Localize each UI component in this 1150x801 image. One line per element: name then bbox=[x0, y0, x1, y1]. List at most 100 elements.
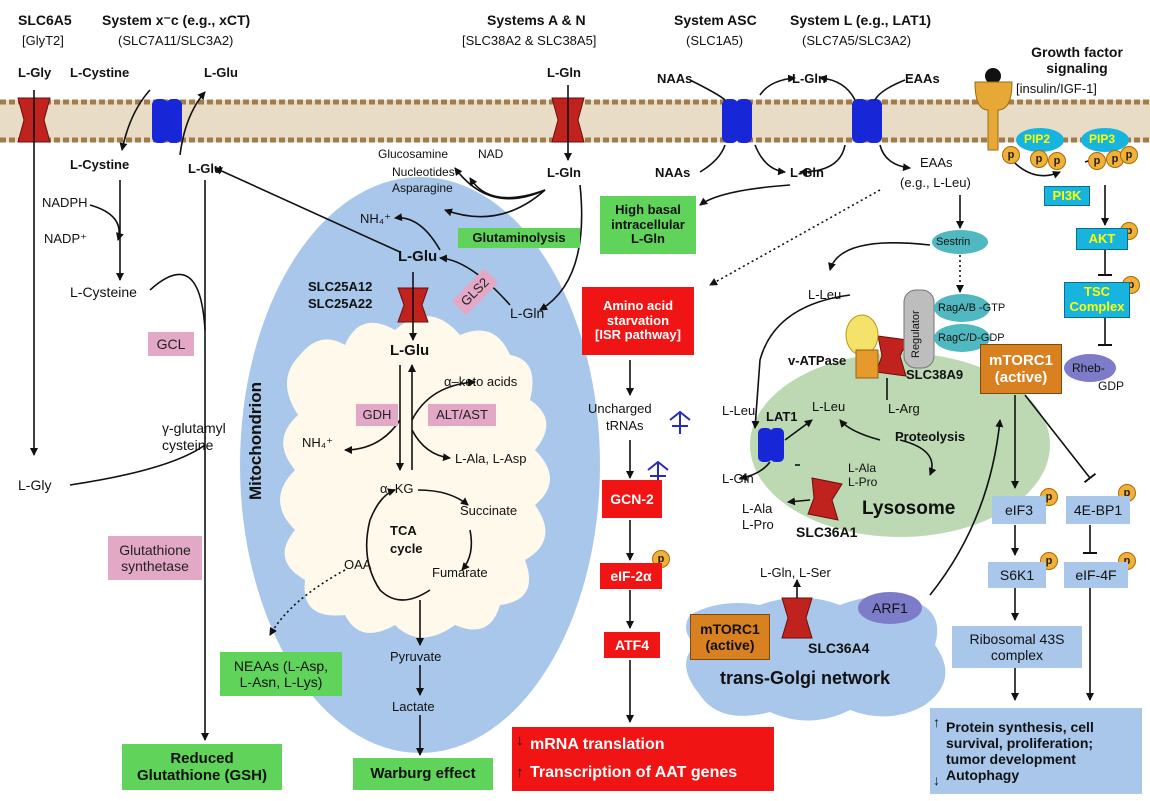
lleu-1: L-Leu bbox=[808, 287, 842, 302]
lleu-2: L-Leu bbox=[812, 399, 846, 414]
arf1-label: ARF1 bbox=[872, 600, 908, 616]
asparagine-label: Asparagine bbox=[392, 181, 453, 195]
eif3-box: eIF3 bbox=[992, 496, 1046, 524]
system-l-sub: (SLC7A5/SLC3A2) bbox=[802, 33, 912, 48]
mtor-outcome-box: Protein synthesis, cell survival, prolif… bbox=[930, 708, 1142, 794]
transcription-text: Transcription of AAT genes bbox=[530, 764, 738, 781]
slc36a4-label: SLC36A4 bbox=[808, 640, 870, 656]
xct-sub: (SLC7A11/SLC3A2) bbox=[118, 33, 234, 48]
aketo-label: α–keto acids bbox=[444, 374, 518, 389]
lgln-top: L-Gln bbox=[547, 65, 581, 80]
asc-sub: (SLC1A5) bbox=[686, 33, 744, 48]
xct-transporter bbox=[152, 99, 182, 143]
lgln-asc-top: L-Gln bbox=[792, 71, 826, 86]
asc-name: System ASC bbox=[674, 12, 757, 28]
akg-label: α–KG bbox=[380, 481, 414, 496]
gf-receptor bbox=[974, 68, 1013, 151]
high-basal-line2: intracellular bbox=[611, 216, 685, 232]
pyruvate-label: Pyruvate bbox=[390, 649, 442, 664]
tsc-line1: TSC bbox=[1084, 284, 1110, 300]
lgln-in: L-Gln bbox=[547, 165, 581, 180]
ragcd-shape bbox=[934, 324, 990, 352]
high-basal-line1: High basal bbox=[615, 201, 681, 217]
nh4-mid: NH₄⁺ bbox=[302, 435, 333, 450]
up-arrow-icon: ↑ bbox=[516, 764, 524, 781]
slc25a12-label: SLC25A12 bbox=[308, 279, 373, 294]
aa-starv-line1: Amino acid bbox=[602, 297, 674, 313]
nucleotides-label: Nucleotides bbox=[392, 165, 455, 179]
slc25a22-label: SLC25A22 bbox=[308, 296, 373, 311]
lgln-mito: L-Gln bbox=[510, 305, 545, 321]
aa-starv-line3: [ISR pathway] bbox=[595, 327, 681, 343]
uncharged-1: Uncharged bbox=[588, 401, 652, 416]
lglu-in: L-Glu bbox=[188, 161, 222, 176]
aa-starv-line2: starvation bbox=[606, 312, 670, 328]
rheb-shape bbox=[1064, 354, 1116, 382]
gsh-line2: Glutathione (GSH) bbox=[137, 767, 267, 784]
nadp-label: NADP⁺ bbox=[44, 231, 87, 246]
rheb-label: Rheb- bbox=[1072, 361, 1105, 375]
lcystine-in: L-Cystine bbox=[70, 157, 130, 172]
lactate-label: Lactate bbox=[392, 699, 435, 714]
lysosome-label: Lysosome bbox=[862, 498, 956, 519]
tsc-line2: Complex bbox=[1069, 299, 1125, 314]
slc38a9-label: SLC38A9 bbox=[906, 367, 964, 382]
systems-an-name: Systems A & N bbox=[487, 12, 586, 28]
lpro-out: L-Pro bbox=[742, 517, 774, 532]
lcystine-top: L-Cystine bbox=[70, 65, 130, 80]
mitochondrion-label: Mitochondrion bbox=[246, 381, 265, 500]
trna-icon bbox=[647, 410, 691, 484]
mrna-translation-text: mRNA translation bbox=[530, 735, 665, 753]
system-l-name: System L (e.g., LAT1) bbox=[790, 12, 932, 28]
lpro-lys: L-Pro bbox=[848, 475, 878, 489]
slc36a1-label: SLC36A1 bbox=[796, 524, 858, 540]
lgly-top: L-Gly bbox=[18, 65, 52, 80]
regulator-label: Regulator bbox=[910, 310, 922, 358]
sestrin-shape bbox=[932, 230, 988, 254]
gdh-box: GDH bbox=[356, 404, 398, 426]
outcome-line4: Autophagy bbox=[946, 767, 1020, 784]
outcome-down-arrow-icon: ↓ bbox=[933, 772, 940, 788]
eif4f-box: eIF-4F bbox=[1064, 562, 1128, 588]
lglu-top: L-Glu bbox=[204, 65, 238, 80]
neaas-line1: NEAAs (L-Asp, bbox=[233, 657, 329, 674]
glutaminolysis-box: Glutaminolysis bbox=[458, 228, 580, 248]
outcome-line1: Protein synthesis, cell bbox=[946, 718, 1094, 735]
gcl-box: GCL bbox=[148, 332, 194, 356]
pi3k-box: PI3K bbox=[1044, 186, 1090, 206]
eaas-example: (e.g., L-Leu) bbox=[900, 175, 971, 190]
systems-an-sub: [SLC38A2 & SLC38A5] bbox=[462, 33, 597, 48]
ribosomal-43s-box: Ribosomal 43S complex bbox=[952, 626, 1082, 668]
down-arrow-icon: ↓ bbox=[516, 732, 524, 749]
eif2a-box: eIF-2α bbox=[600, 563, 662, 589]
tca-label-1: TCA bbox=[390, 523, 417, 538]
outcome-line3: tumor development bbox=[946, 751, 1076, 767]
lgln-asc-in: L-Gln bbox=[790, 165, 824, 180]
lcysteine-label: L-Cysteine bbox=[70, 284, 137, 300]
larg-label: L-Arg bbox=[888, 401, 920, 416]
glut-synthetase-box: Glutathione synthetase bbox=[108, 536, 202, 580]
slc36a1-transporter bbox=[807, 477, 843, 521]
lala-asp-label: L-Ala, L-Asp bbox=[455, 451, 527, 466]
slc6a5-sub: [GlyT2] bbox=[22, 33, 64, 48]
aa-starvation-box: Amino acid starvation [ISR pathway] bbox=[582, 287, 694, 355]
slc36a4-transporter bbox=[781, 597, 813, 639]
xct-name: System x⁻ᴄ (e.g., xCT) bbox=[102, 12, 251, 28]
warburg-box: Warburg effect bbox=[353, 758, 493, 790]
rib43s-line2: complex bbox=[990, 647, 1044, 663]
rib43s-line1: Ribosomal 43S bbox=[969, 630, 1065, 647]
naas-in: NAAs bbox=[655, 165, 691, 180]
fumarate-label: Fumarate bbox=[432, 565, 488, 580]
pip3-shape bbox=[1081, 128, 1129, 152]
uncharged-2: tRNAs bbox=[606, 418, 644, 433]
phospho-badge: p bbox=[1048, 152, 1066, 170]
lgln-ser-label: L-Gln, L-Ser bbox=[760, 565, 831, 580]
ragab-label: RagA/B -GTP bbox=[938, 302, 1006, 314]
lgly-low: L-Gly bbox=[18, 477, 52, 493]
mtorc1-golgi-line2: (active) bbox=[705, 637, 755, 653]
eaas-top: EAAs bbox=[905, 71, 940, 86]
gdp-label: GDP bbox=[1098, 379, 1125, 393]
tsc-complex-box: TSC Complex bbox=[1064, 282, 1130, 318]
phospho-badge: p bbox=[1088, 152, 1106, 170]
